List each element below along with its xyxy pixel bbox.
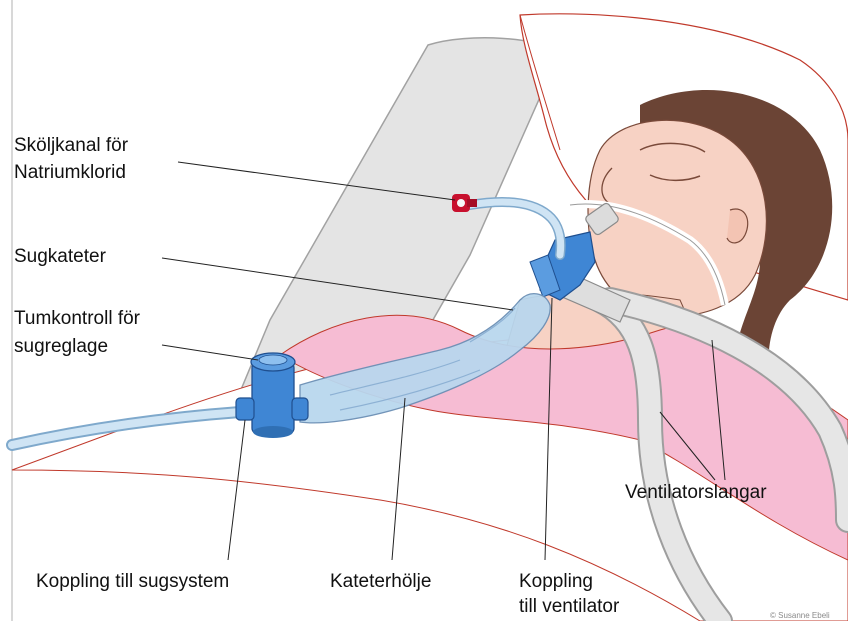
label-ventilator-tubes: Ventilatorslangar — [625, 480, 767, 506]
image-credit: © Susanne Ebeli — [770, 611, 830, 620]
label-suction-connection: Koppling till sugsystem — [36, 569, 229, 595]
label-ventilator-connection-line1: Koppling — [519, 569, 593, 595]
label-catheter-sleeve: Kateterhölje — [330, 569, 431, 595]
label-suction-catheter: Sugkateter — [14, 244, 106, 270]
label-thumb-control-line1: Tumkontroll för — [14, 306, 140, 332]
label-rinse-channel-line2: Natriumklorid — [14, 160, 126, 186]
label-ventilator-connection-line2: till ventilator — [519, 594, 619, 620]
label-thumb-control-line2: sugreglage — [14, 334, 108, 360]
leader-thumb-control — [162, 345, 258, 360]
label-rinse-channel-line1: Sköljkanal för — [14, 133, 128, 159]
